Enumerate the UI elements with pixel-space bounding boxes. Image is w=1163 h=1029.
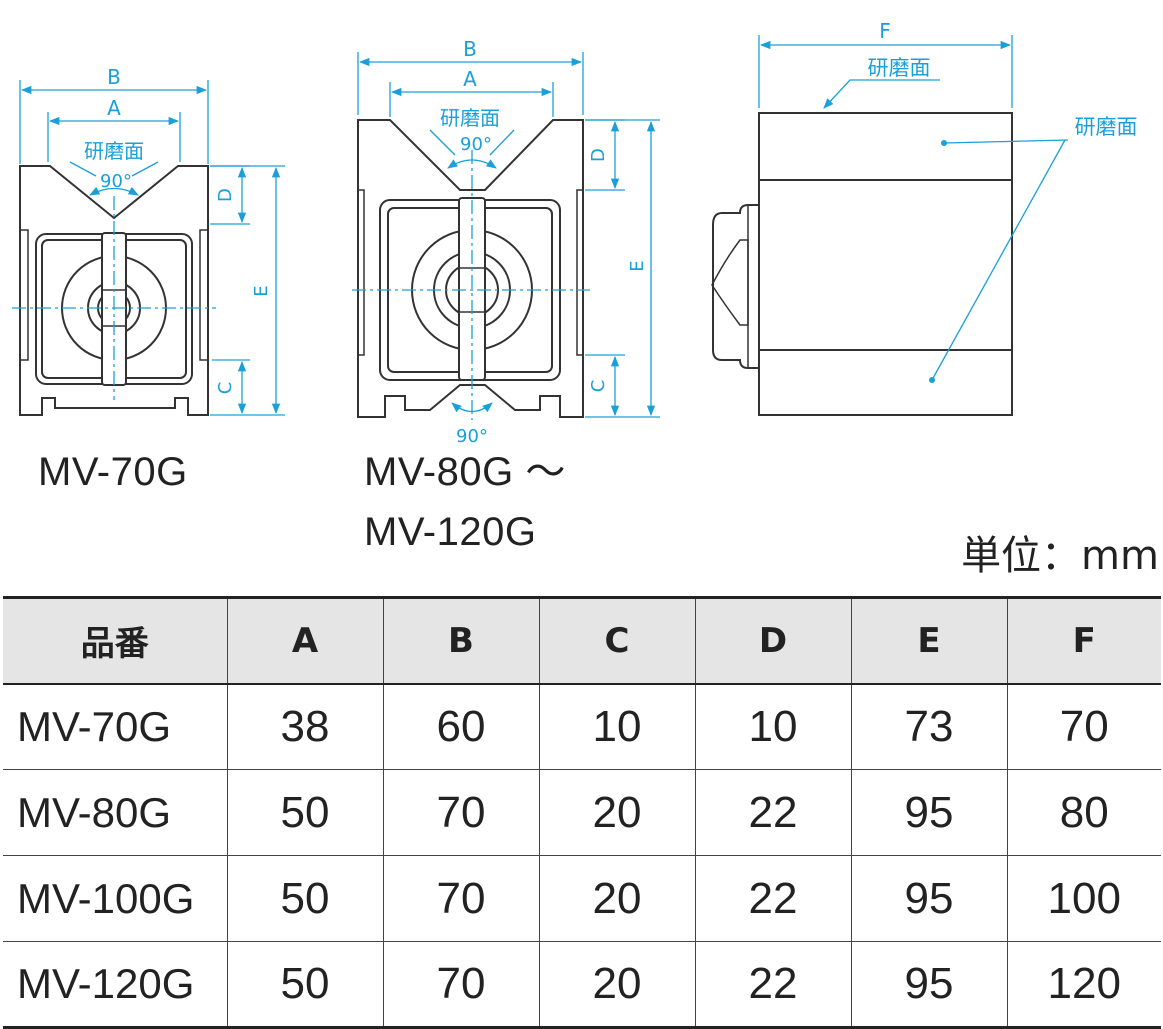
cell-e: 95 xyxy=(850,769,1008,856)
cell-d: 22 xyxy=(694,941,852,1029)
dim-d-label: D xyxy=(215,188,236,202)
angle-label-bottom: 90° xyxy=(456,426,488,447)
model-label-mv120g: MV-120G xyxy=(364,510,537,554)
mv70g-dimensions xyxy=(12,80,285,416)
header-f: F xyxy=(1006,596,1161,685)
cell-b: 60 xyxy=(382,683,540,770)
cell-c: 10 xyxy=(538,683,696,770)
table-row: MV-100G 50 70 20 22 95 100 xyxy=(3,855,1161,942)
header-b: B xyxy=(382,596,540,685)
cell-e: 95 xyxy=(850,855,1008,942)
angle-label: 90° xyxy=(100,171,132,192)
table-row: MV-70G 38 60 10 10 73 70 xyxy=(3,683,1161,770)
ground-surface-label: 研磨面 xyxy=(84,139,144,163)
header-a: A xyxy=(226,596,384,685)
mv80g-dim-texts: B A 研磨面 90° 90° D C E xyxy=(440,37,648,447)
ground-surface-label: 研磨面 xyxy=(440,106,500,130)
side-view-dimensions xyxy=(758,35,1069,381)
table-row: MV-80G 50 70 20 22 95 80 xyxy=(3,769,1161,856)
cell-c: 20 xyxy=(538,941,696,1029)
angle-label: 90° xyxy=(460,134,492,155)
dim-c-label: C xyxy=(588,380,609,393)
cell-part-number: MV-80G xyxy=(3,769,228,856)
cell-a: 38 xyxy=(226,683,384,770)
cell-e: 73 xyxy=(850,683,1008,770)
mv80g-dimensions xyxy=(352,52,660,420)
cell-part-number: MV-100G xyxy=(3,855,228,942)
cell-c: 20 xyxy=(538,769,696,856)
cell-a: 50 xyxy=(226,769,384,856)
cell-b: 70 xyxy=(382,769,540,856)
dim-e-label: E xyxy=(251,285,272,296)
header-c: C xyxy=(538,596,696,685)
header-part-number: 品番 xyxy=(3,596,228,685)
model-label-mv70g: MV-70G xyxy=(38,450,188,494)
cell-f: 80 xyxy=(1006,769,1161,856)
cell-a: 50 xyxy=(226,855,384,942)
cell-f: 70 xyxy=(1006,683,1161,770)
cell-d: 22 xyxy=(694,769,852,856)
leader-dot xyxy=(929,377,935,383)
dim-a-label: A xyxy=(107,96,121,120)
table-row: MV-120G 50 70 20 22 95 120 xyxy=(3,941,1161,1029)
side-view-dim-texts: F 研磨面 研磨面 xyxy=(868,19,1138,139)
dim-b-label: B xyxy=(463,37,477,61)
dim-e-label: E xyxy=(627,260,648,271)
cell-a: 50 xyxy=(226,941,384,1029)
header-d: D xyxy=(694,596,852,685)
cell-d: 10 xyxy=(694,683,852,770)
mv70g-dim-texts: B A 研磨面 90° D C E xyxy=(84,65,272,394)
dim-f-label: F xyxy=(879,19,891,43)
cell-b: 70 xyxy=(382,941,540,1029)
side-view xyxy=(711,112,1013,416)
cell-f: 100 xyxy=(1006,855,1161,942)
cell-part-number: MV-70G xyxy=(3,683,228,770)
cell-e: 95 xyxy=(850,941,1008,1029)
ground-surface-label: 研磨面 xyxy=(1075,115,1138,139)
cell-part-number: MV-120G xyxy=(3,941,228,1029)
leader-dot xyxy=(941,140,947,146)
ground-surface-label: 研磨面 xyxy=(868,56,931,80)
header-e: E xyxy=(850,596,1008,685)
cell-f: 120 xyxy=(1006,941,1161,1029)
dim-d-label: D xyxy=(588,148,609,162)
cell-b: 70 xyxy=(382,855,540,942)
mv80g-front-view xyxy=(357,119,584,418)
spec-table: 品番 A B C D E F MV-70G 38 60 10 10 73 70 … xyxy=(3,596,1161,1029)
dim-c-label: C xyxy=(215,382,236,395)
unit-label: 単位：mm xyxy=(961,533,1159,579)
cell-c: 20 xyxy=(538,855,696,942)
model-label-mv80g-range: MV-80G ～ xyxy=(364,450,566,494)
table-header-row: 品番 A B C D E F xyxy=(3,596,1161,685)
technical-drawing: B A 研磨面 90° D C E xyxy=(12,19,1138,447)
cell-d: 22 xyxy=(694,855,852,942)
dim-b-label: B xyxy=(107,65,121,89)
dim-a-label: A xyxy=(463,67,477,91)
